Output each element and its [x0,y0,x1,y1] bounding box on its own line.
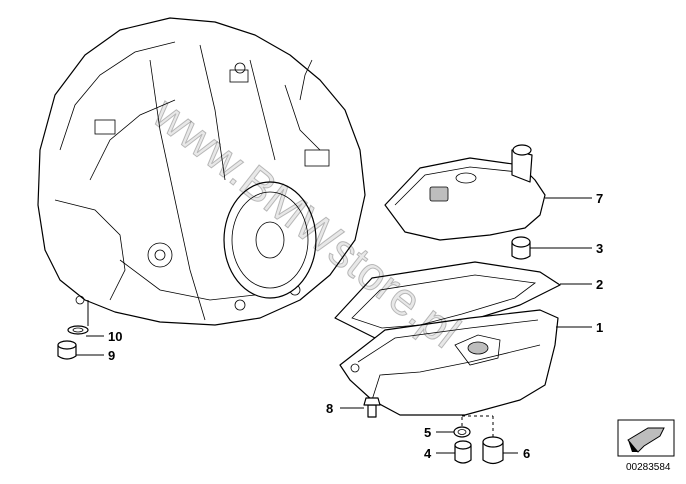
callout-5: 5 [424,425,431,440]
bolt [363,397,381,418]
seal-ring [453,426,471,438]
sealing-ring [67,325,89,335]
callout-3: 3 [596,241,603,256]
housing-cover-disc [223,181,317,299]
seal-bush [511,236,531,260]
callout-1: 1 [596,320,603,335]
orientation-arrow-icon [617,419,675,457]
callout-10: 10 [108,329,122,344]
callout-7: 7 [596,191,603,206]
callout-9: 9 [108,348,115,363]
oil-filter [384,144,546,241]
leader-lines [76,197,592,454]
drain-plug [454,440,472,464]
filler-plug [482,436,504,465]
callout-8: 8 [326,401,333,416]
callout-4: 4 [424,446,432,461]
callout-6: 6 [523,446,530,461]
callout-2: 2 [596,277,603,292]
transmission-housing [37,17,366,326]
document-number: 00283584 [626,462,671,473]
callout-numbers: 1 2 3 7 10 9 8 5 4 6 [108,191,603,461]
screw-plug [57,340,77,360]
